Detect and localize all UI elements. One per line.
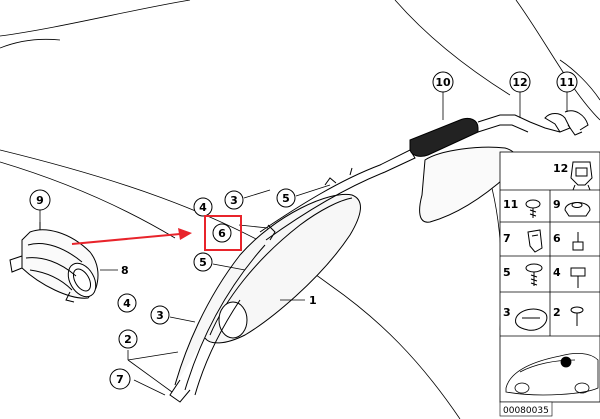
callout-circle-11: [556, 71, 578, 93]
legend-label-3: 3: [503, 306, 511, 319]
callout-circle-12: [509, 71, 531, 93]
callout-circle-5a: [276, 188, 296, 208]
car-thumbnail: [505, 352, 599, 396]
callout-11: 11: [559, 76, 574, 89]
screw-5-icon: [525, 263, 543, 286]
callout-circle-7: [109, 368, 131, 390]
callout-circles: [29, 71, 578, 390]
callout-circle-5b: [193, 252, 213, 272]
legend-label-12: 12: [553, 162, 568, 175]
clips-top-right: [544, 110, 589, 136]
callout-5b: 5: [199, 256, 207, 269]
callout-6: 6: [218, 227, 226, 240]
screw-2-icon: [570, 306, 584, 326]
clip-12-icon: [570, 161, 593, 191]
callout-circle-3a: [224, 190, 244, 210]
clip-3-icon: [515, 308, 548, 331]
callout-9: 9: [36, 194, 44, 207]
callout-circle-4a: [193, 197, 213, 217]
callout-circle-4b: [117, 293, 137, 313]
callout-3a: 3: [230, 194, 238, 207]
callout-4b: 4: [123, 297, 131, 310]
callout-3b: 3: [156, 309, 164, 322]
legend-label-5: 5: [503, 266, 511, 279]
screw-11-icon: [525, 199, 541, 218]
callout-circle-3b: [150, 305, 170, 325]
callout-circle-6: [212, 223, 232, 243]
callout-2: 2: [124, 333, 132, 346]
callout-12: 12: [512, 76, 527, 89]
bolt-4-icon: [570, 267, 586, 288]
diagram-id: 00080035: [503, 406, 549, 416]
curtain-airbag: [169, 193, 361, 403]
highlight-box: [204, 215, 242, 251]
legend-label-9: 9: [553, 198, 561, 211]
callout-4a: 4: [199, 201, 207, 214]
callout-circle-9: [29, 189, 51, 211]
highlight-arrow: [71, 228, 192, 245]
callout-7: 7: [116, 373, 124, 386]
callout-circle-10: [432, 71, 454, 93]
callout-circle-2: [118, 329, 138, 349]
callout-10: 10: [435, 76, 451, 89]
connector-6-icon: [572, 232, 584, 251]
parts-legend: 12 11 9 7 6 5 4 3 2: [499, 151, 600, 403]
legend-label-11: 11: [503, 198, 518, 211]
legend-label-4: 4: [553, 266, 561, 279]
legend-label-7: 7: [503, 232, 511, 245]
legend-label-2: 2: [553, 306, 561, 319]
legend-label-6: 6: [553, 232, 561, 245]
airbag-module-left: [9, 222, 99, 303]
callout-5a: 5: [282, 192, 290, 205]
bracket-7-icon: [527, 229, 543, 253]
callout-1: 1: [309, 294, 317, 307]
callout-8: 8: [121, 264, 129, 277]
grommet-icon: [564, 202, 591, 217]
callout-leaders: [39, 92, 568, 396]
